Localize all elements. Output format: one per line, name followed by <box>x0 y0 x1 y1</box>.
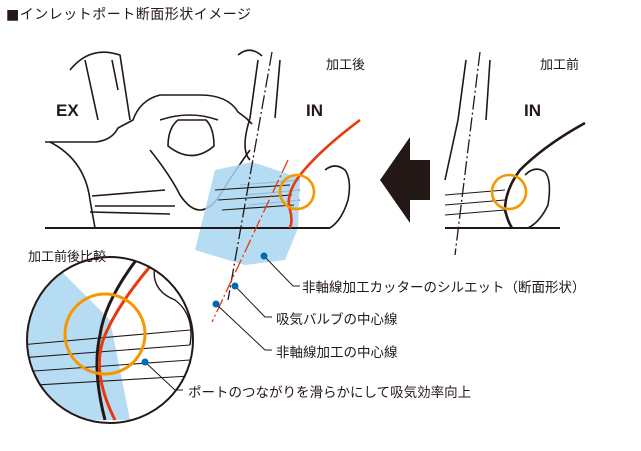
after-in-label: IN <box>306 101 323 120</box>
after-label: 加工後 <box>326 58 366 73</box>
direction-arrow <box>380 137 430 223</box>
after-port-red-line <box>287 118 361 229</box>
after-ex-label: EX <box>56 101 79 120</box>
callout-dots <box>141 252 268 366</box>
comparison-inset <box>27 257 193 423</box>
callout-leaders <box>144 255 300 391</box>
callout-machining-centerline: 非軸線加工の中心線 <box>276 345 398 361</box>
cutter-silhouette <box>195 162 300 265</box>
compare-label: 加工前後比較 <box>28 250 107 265</box>
before-cylinder-head <box>444 59 560 229</box>
before-label: 加工前 <box>540 58 580 73</box>
inset-border <box>26 256 194 424</box>
before-highlight-circle <box>490 173 528 211</box>
callout-smooth-port: ポートのつながりを滑らかにして吸気効率向上 <box>188 385 472 401</box>
diagram-title: ■インレットポート断面形状イメージ <box>6 7 252 23</box>
machining-centerline <box>211 159 289 323</box>
before-valve-centerline <box>454 51 481 256</box>
valve-centerline <box>227 51 273 301</box>
before-in-label: IN <box>524 101 541 120</box>
after-highlight-circle <box>278 173 316 211</box>
callout-valve-centerline: 吸気バルブの中心線 <box>276 312 398 328</box>
callout-cutter-silhouette: 非軸線加工カッターのシルエット（断面形状） <box>302 280 586 296</box>
after-cylinder-head <box>45 49 351 229</box>
before-port-line <box>503 121 586 229</box>
